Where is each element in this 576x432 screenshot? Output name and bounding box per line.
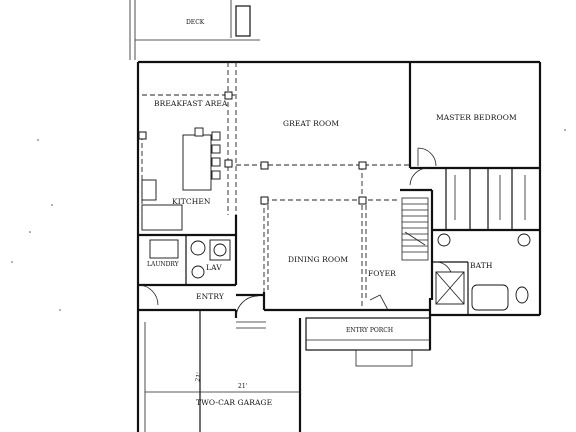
kitchen-fixtures: [141, 127, 231, 279]
garage-dimension-center: 21': [238, 383, 248, 390]
label-laundry: LAUNDRY: [147, 261, 180, 268]
label-entry: ENTRY: [196, 292, 225, 301]
label-breakfast-area: BREAKFAST AREA: [154, 99, 228, 108]
label-deck: DECK: [186, 19, 205, 26]
bath-fixtures: [435, 175, 531, 311]
label-bath: BATH: [470, 261, 493, 270]
label-dining-room: DINING ROOM: [288, 255, 348, 264]
door-swings: [137, 147, 453, 319]
label-kitchen: KITCHEN: [172, 197, 211, 206]
staircase: [401, 197, 429, 261]
interior-walls: [138, 62, 540, 315]
porch-and-garage: [136, 310, 431, 432]
label-two-car-garage: TWO-CAR GARAGE: [196, 398, 272, 407]
deck-area: [129, 0, 260, 60]
label-master-bedroom: MASTER BEDROOM: [436, 113, 517, 122]
label-foyer: FOYER: [368, 269, 396, 278]
label-great-room: GREAT ROOM: [283, 119, 339, 128]
label-entry-porch: ENTRY PORCH: [346, 327, 393, 334]
columns: [138, 91, 367, 205]
label-lav: LAV: [206, 263, 222, 272]
garage-dimension-left: 21': [194, 372, 203, 383]
scan-specks: [11, 129, 566, 311]
